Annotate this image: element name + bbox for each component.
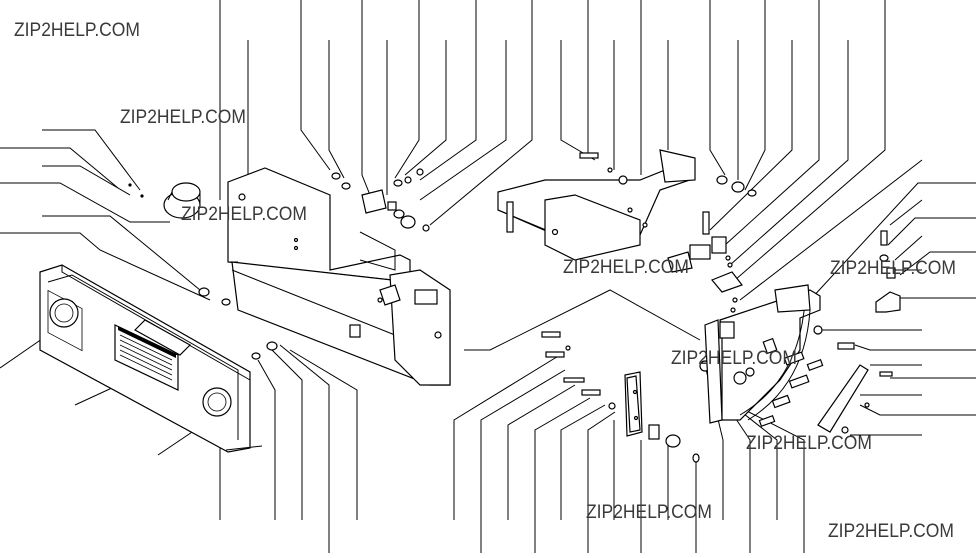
watermark: ZIP2HELP.COM — [746, 433, 872, 454]
bottom-bracket — [541, 331, 700, 463]
leader-lines-bottom — [219, 289, 805, 553]
watermark: ZIP2HELP.COM — [563, 257, 689, 278]
round-cover — [128, 182, 201, 219]
watermark: ZIP2HELP.COM — [181, 204, 307, 225]
watermark: ZIP2HELP.COM — [830, 258, 956, 279]
leader-lines-top — [219, 0, 923, 301]
watermark: ZIP2HELP.COM — [671, 348, 797, 369]
watermark: ZIP2HELP.COM — [828, 521, 954, 542]
fittings-center-right — [667, 211, 743, 313]
right-block — [875, 230, 901, 313]
upper-bracket — [497, 149, 757, 261]
watermark: ZIP2HELP.COM — [586, 502, 712, 523]
watermark: ZIP2HELP.COM — [14, 20, 140, 41]
front-panel — [39, 264, 263, 453]
fasteners-left — [198, 168, 430, 360]
leader-lines-left — [0, 129, 211, 456]
main-housing — [227, 167, 451, 386]
watermark: ZIP2HELP.COM — [120, 107, 246, 128]
right-arm-assembly — [699, 284, 893, 434]
